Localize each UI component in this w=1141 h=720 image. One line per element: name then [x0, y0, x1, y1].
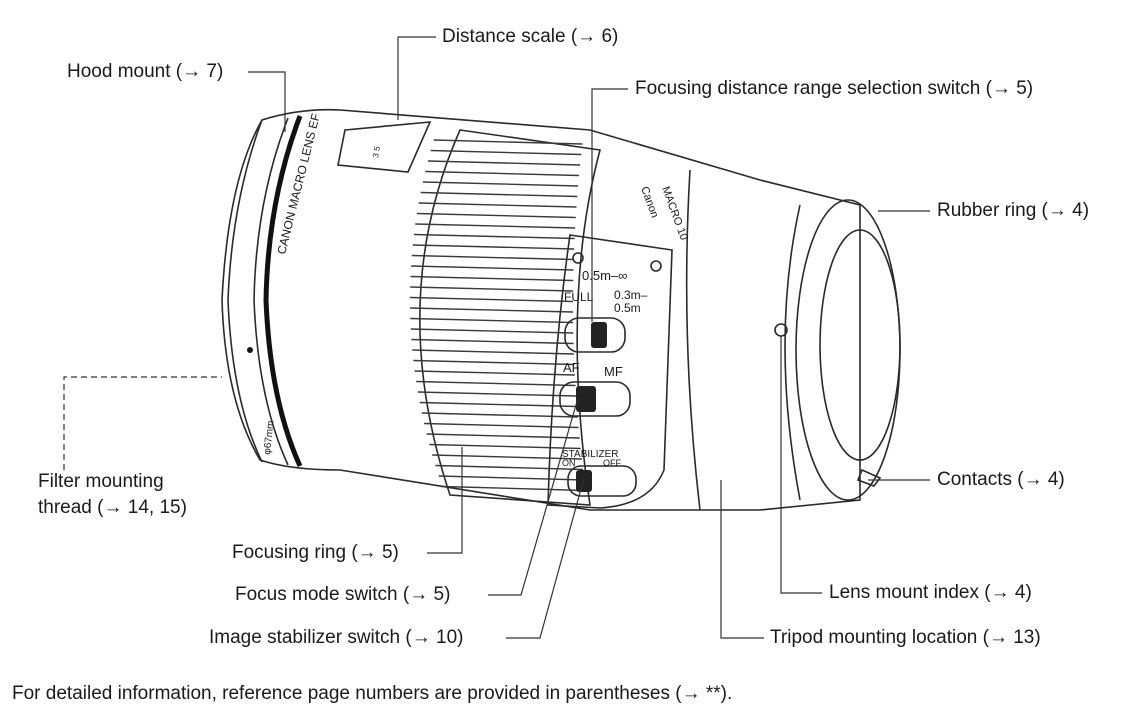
front-mark-dot [247, 347, 253, 353]
focusing-ring-ridge [410, 307, 574, 313]
focusing-ring-ridge [410, 275, 574, 282]
leader-tripod [720, 480, 764, 639]
focusing-ring-ridge [425, 170, 580, 177]
focusing-ring-ridge [422, 181, 579, 187]
label-focus-mode-switch: Focus mode switch (→ 5) [235, 584, 451, 605]
model-print: MACRO 10 [659, 185, 690, 242]
focusing-ring-outline [419, 129, 602, 506]
focusing-ring-ridge [412, 349, 574, 355]
focusing-ring-ridge [412, 244, 575, 250]
leader-hood-mount [248, 71, 286, 132]
footnote: For detailed information, reference page… [12, 683, 733, 704]
focusing-ring-ridge [411, 338, 574, 345]
focusing-ring-ridge [416, 212, 576, 219]
focusing-ring-ridge [417, 391, 577, 397]
leader-focusing-ring [427, 447, 463, 554]
af-mf-switch-slot [559, 381, 631, 417]
range-near-print-1: 0.3m– [614, 288, 648, 302]
focusing-ring-ridge [413, 359, 575, 366]
stabilizer-print: STABILIZER [562, 449, 619, 460]
leader-lens-mount-index [780, 336, 822, 594]
focusing-ring-ridge [416, 380, 576, 387]
on-print: ON [562, 458, 576, 468]
label-filter-thread-line1: Filter mounting [38, 471, 164, 492]
leader-focus-mode [488, 397, 579, 596]
range-switch-knob [591, 322, 607, 348]
focusing-ring-ridge [438, 475, 585, 481]
rear-barrel [685, 169, 701, 511]
focusing-ring-ridge [435, 464, 584, 471]
label-filter-thread-line2: thread (→ 14, 15) [38, 497, 187, 518]
label-contacts: Contacts (→ 4) [937, 469, 1065, 490]
hood-mount-band [253, 117, 289, 466]
label-focusing-ring: Focusing ring (→ 5) [232, 542, 399, 563]
stabilizer-switch-slot [567, 465, 637, 497]
range-full-print: FULL [564, 290, 594, 304]
focusing-ring-ridge [426, 433, 580, 439]
switch-panel [547, 234, 673, 509]
range-switch-slot [564, 317, 626, 353]
focusing-ring-ridge [418, 202, 577, 208]
range-near-print-2: 0.5m [614, 301, 641, 315]
label-tripod-location: Tripod mounting location (→ 13) [770, 627, 1041, 648]
focusing-ring-ridge [411, 265, 574, 271]
focusing-ring-ridge [421, 412, 578, 418]
brand-print: Canon [638, 185, 660, 220]
focusing-ring-ridge [410, 317, 574, 324]
focusing-ring-ridge [420, 191, 578, 198]
range-top-print: 0.5m–∞ [582, 268, 627, 283]
distance-scale-window [337, 121, 432, 173]
leader-lines [63, 36, 930, 639]
label-image-stabilizer-switch: Image stabilizer switch (→ 10) [209, 627, 464, 648]
focusing-ring-ridge [442, 485, 586, 492]
focusing-ring-ridge [430, 149, 582, 156]
focusing-ring-ridge [411, 254, 574, 261]
af-mf-switch-knob [576, 386, 596, 412]
focusing-ring-ridge [427, 160, 581, 166]
stabilizer-switch-knob [576, 470, 592, 492]
leader-focus-range [591, 88, 628, 322]
filter-size-print: φ67mm [262, 420, 277, 455]
scale-digits-print: 3 5 [371, 145, 382, 158]
focusing-ring-ridge [410, 286, 574, 292]
focusing-ring-ridge [415, 223, 576, 229]
label-hood-mount: Hood mount (→ 7) [67, 61, 224, 82]
lens-barrel-outline [221, 108, 861, 511]
leader-stabilizer [506, 477, 585, 639]
mount-ring [784, 204, 801, 501]
focusing-ring-grip [409, 139, 586, 492]
leader-filter-thread [63, 376, 222, 470]
panel-screw-right [650, 260, 662, 272]
mf-print: MF [604, 364, 623, 379]
focusing-ring-ridge [409, 296, 574, 303]
contacts-block [856, 468, 882, 487]
leader-distance-scale [397, 36, 436, 120]
focusing-ring-ridge [419, 401, 577, 408]
front-filter-ring [227, 119, 263, 463]
focusing-ring-ridge [433, 139, 583, 145]
focusing-ring-ridge [414, 370, 575, 376]
focusing-ring-ridge [413, 233, 575, 240]
label-focus-range-switch: Focusing distance range selection switch… [635, 78, 1034, 99]
lens-body: CANON MACRO LENS EF φ67mm Canon MACRO 10… [221, 108, 901, 511]
af-print: AF [563, 360, 580, 375]
front-dark-band [263, 115, 303, 468]
focusing-ring-ridge [429, 443, 581, 450]
label-rubber-ring: Rubber ring (→ 4) [937, 200, 1090, 221]
rear-cap [819, 229, 901, 461]
off-print: OFF [603, 458, 621, 468]
focusing-ring-ridge [410, 328, 574, 334]
label-lens-mount-index: Lens mount index (→ 4) [829, 582, 1032, 603]
panel-screw-left [572, 252, 584, 264]
focusing-ring-ridge [424, 422, 579, 429]
focusing-ring-ridge [432, 454, 582, 460]
label-distance-scale: Distance scale (→ 6) [442, 26, 619, 47]
